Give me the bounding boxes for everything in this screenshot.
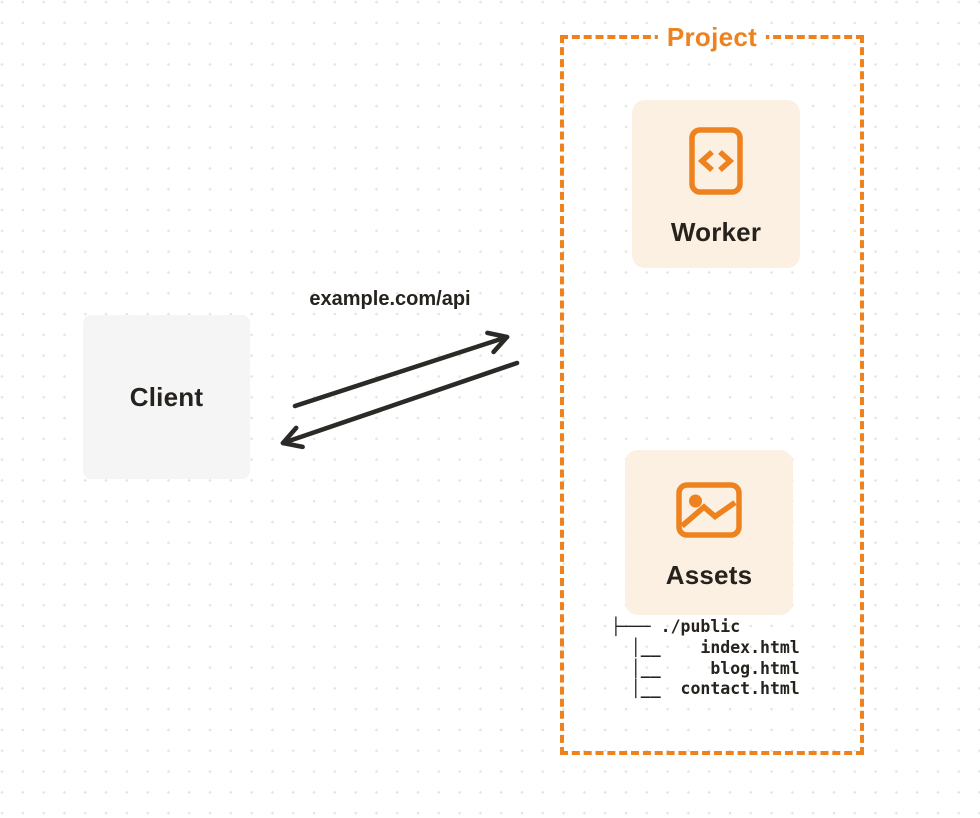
client-label: Client <box>129 381 204 412</box>
request-arrow <box>292 330 510 409</box>
image-icon <box>676 482 742 538</box>
worker-label: Worker <box>670 217 762 247</box>
assets-label: Assets <box>665 560 753 590</box>
request-url-label: example.com/api <box>309 288 471 310</box>
response-arrow <box>280 360 520 450</box>
project-boundary: Project Worker Assets ├─── ./public │__ … <box>560 22 864 755</box>
code-file-icon <box>689 127 743 195</box>
project-label: Project <box>657 22 767 52</box>
worker-node: Worker <box>632 100 800 268</box>
assets-file-tree: ├─── ./public │__ index.html │__ blog.ht… <box>611 617 800 699</box>
client-node: Client <box>83 315 250 479</box>
assets-node: Assets <box>625 450 793 615</box>
